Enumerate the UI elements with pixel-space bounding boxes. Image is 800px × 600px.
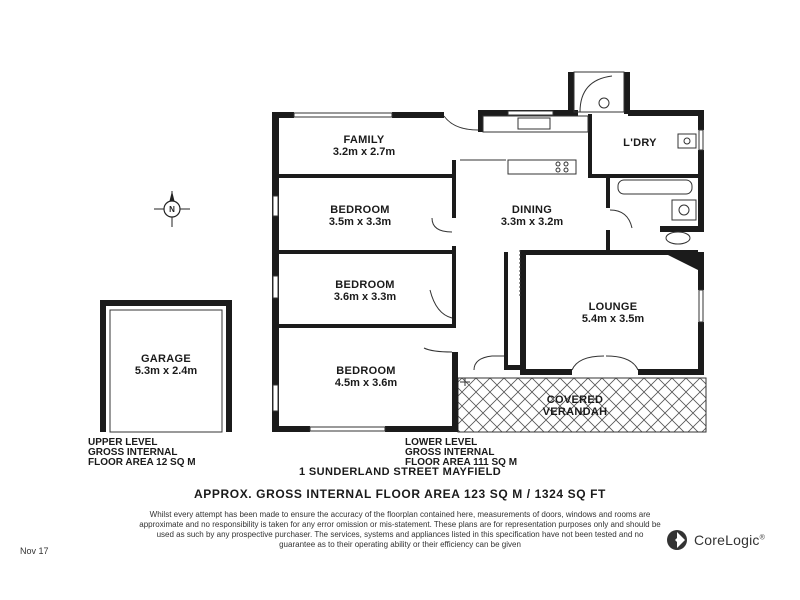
property-address: 1 SUNDERLAND STREET MAYFIELD xyxy=(298,466,502,478)
garage-dims: 5.3m x 2.4m xyxy=(135,365,198,377)
lower-level-line2: GROSS INTERNAL xyxy=(405,447,494,458)
lounge-name: LOUNGE xyxy=(589,301,638,313)
toilet xyxy=(665,231,691,245)
disclaimer-line: guarantee as to their operating ability … xyxy=(279,540,521,549)
windows xyxy=(272,110,704,432)
plan-date: Nov 17 xyxy=(20,546,49,556)
garage-walls xyxy=(100,300,232,433)
disclaimer: Whilst every attempt has been made to en… xyxy=(22,510,778,550)
disclaimer-line: used as such by any prospective purchase… xyxy=(156,530,644,539)
family-dims: 3.2m x 2.7m xyxy=(333,146,396,158)
disclaimer-line: Whilst every attempt has been made to en… xyxy=(149,510,651,519)
verandah-hatch xyxy=(457,377,707,433)
approx-floor-area: APPROX. GROSS INTERNAL FLOOR AREA 123 SQ… xyxy=(194,487,606,501)
porch-outline xyxy=(573,71,625,113)
bedroom2-name: BEDROOM xyxy=(335,279,395,291)
corelogic-logo: CoreLogic® xyxy=(666,528,765,552)
lower-level-line3: FLOOR AREA 111 SQ M xyxy=(405,457,517,468)
dining-dims: 3.3m x 3.2m xyxy=(501,216,564,228)
upper-level-line2: GROSS INTERNAL xyxy=(88,447,177,458)
bath-wall-corner xyxy=(662,252,698,270)
lounge-dims: 5.4m x 3.5m xyxy=(582,313,645,325)
vanity xyxy=(671,199,697,221)
bedroom2-dims: 3.6m x 3.3m xyxy=(334,291,397,303)
upper-level-line1: UPPER LEVEL xyxy=(88,437,157,448)
interior-walls xyxy=(278,114,700,370)
compass-letter: N xyxy=(169,205,175,214)
laundry-name: L'DRY xyxy=(623,137,657,149)
upper-level-line3: FLOOR AREA 12 SQ M xyxy=(88,457,196,468)
disclaimer-line: approximate and no responsibility is tak… xyxy=(139,520,661,529)
bedroom1-dims: 3.5m x 3.3m xyxy=(329,216,392,228)
laundry-tub xyxy=(677,133,697,149)
dining-name: DINING xyxy=(512,204,552,216)
family-name: FAMILY xyxy=(343,134,384,146)
brand-registered-mark: ® xyxy=(759,534,765,542)
lower-level-line1: LOWER LEVEL xyxy=(405,437,477,448)
brand-name: CoreLogic xyxy=(694,532,760,548)
corelogic-mark-icon xyxy=(667,530,687,550)
bathtub xyxy=(617,179,693,195)
stove xyxy=(507,159,577,175)
verandah-line1: COVERED xyxy=(547,394,604,406)
wc-fixture xyxy=(598,97,610,109)
bedroom1-name: BEDROOM xyxy=(330,204,390,216)
bedroom3-name: BEDROOM xyxy=(336,365,396,377)
door-swings xyxy=(423,115,639,386)
verandah-line2: VERANDAH xyxy=(543,406,608,418)
porch-door-swing xyxy=(579,75,613,113)
garage-name: GARAGE xyxy=(141,353,191,365)
kitchen-sink xyxy=(517,117,551,130)
bedroom3-dims: 4.5m x 3.6m xyxy=(335,377,398,389)
compass: N xyxy=(154,191,190,227)
